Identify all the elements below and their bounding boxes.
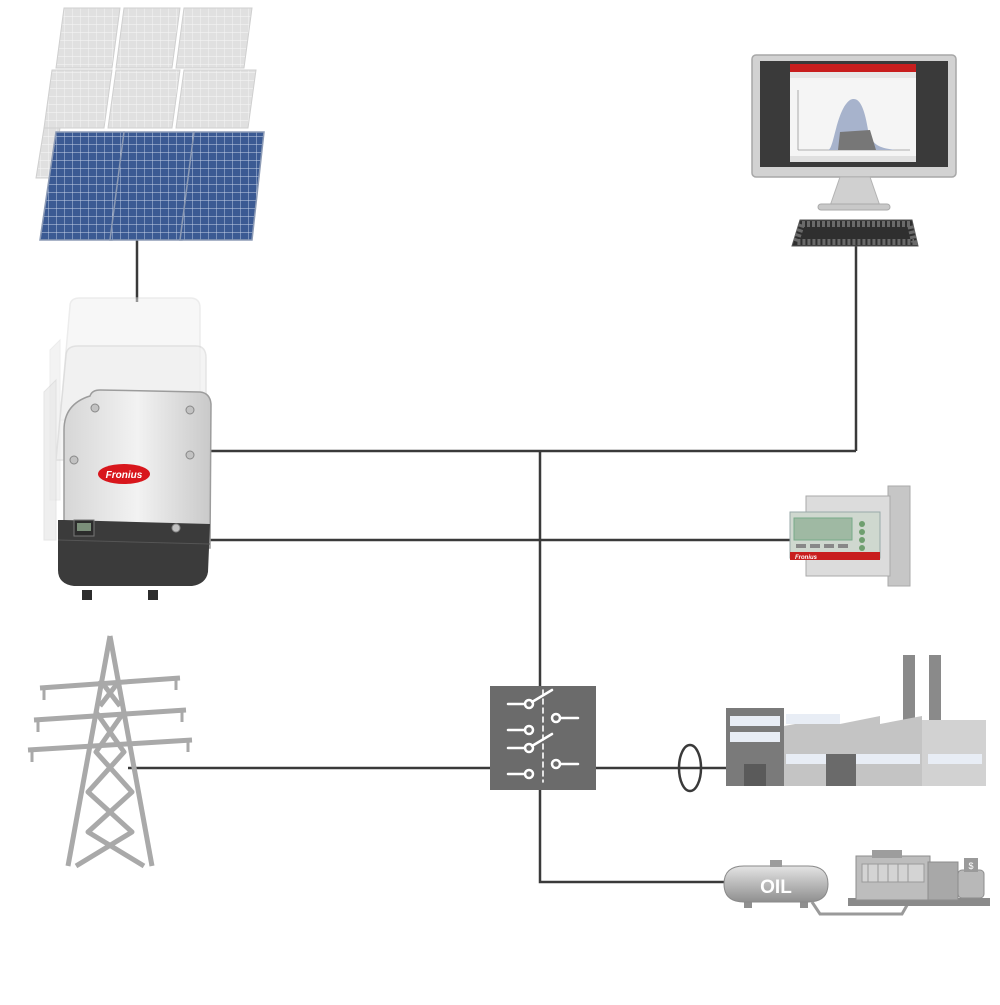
- solar-panel-icon: [35, 7, 257, 179]
- pv-array: [35, 7, 265, 241]
- power-grid: [27, 635, 193, 869]
- connection-lines: [128, 240, 858, 884]
- current-sensor-icon: [677, 743, 703, 793]
- factory-icon: [726, 655, 986, 786]
- tank-label: OIL: [760, 877, 792, 898]
- factory-load: [726, 655, 986, 786]
- controller-device: Fronius: [789, 485, 911, 587]
- inverter-logo-text: Fronius: [106, 470, 143, 481]
- monitoring-computer: [751, 54, 957, 247]
- controller-logo-text: Fronius: [795, 555, 818, 561]
- fuel-pipe: [810, 899, 912, 916]
- inverter-icon: Fronius: [57, 389, 212, 600]
- switch-icon: [506, 688, 580, 783]
- fronius-logo: Fronius: [98, 464, 150, 484]
- line-switch-to-genset: [538, 790, 728, 884]
- generator-icon: $: [848, 850, 990, 906]
- solar-panel-icon: [39, 131, 265, 241]
- genset-cabinet-mark: $: [968, 861, 973, 871]
- computer-monitor-icon: [751, 54, 957, 211]
- switch-box: [490, 686, 596, 790]
- transmission-tower-icon: [27, 635, 193, 869]
- controller-module-icon: Fronius: [789, 485, 911, 587]
- inverter-stack: Fronius: [43, 297, 212, 600]
- keyboard-icon: [791, 219, 919, 247]
- oil-tank-icon: OIL: [723, 860, 829, 908]
- diesel-genset: OIL $: [723, 850, 990, 916]
